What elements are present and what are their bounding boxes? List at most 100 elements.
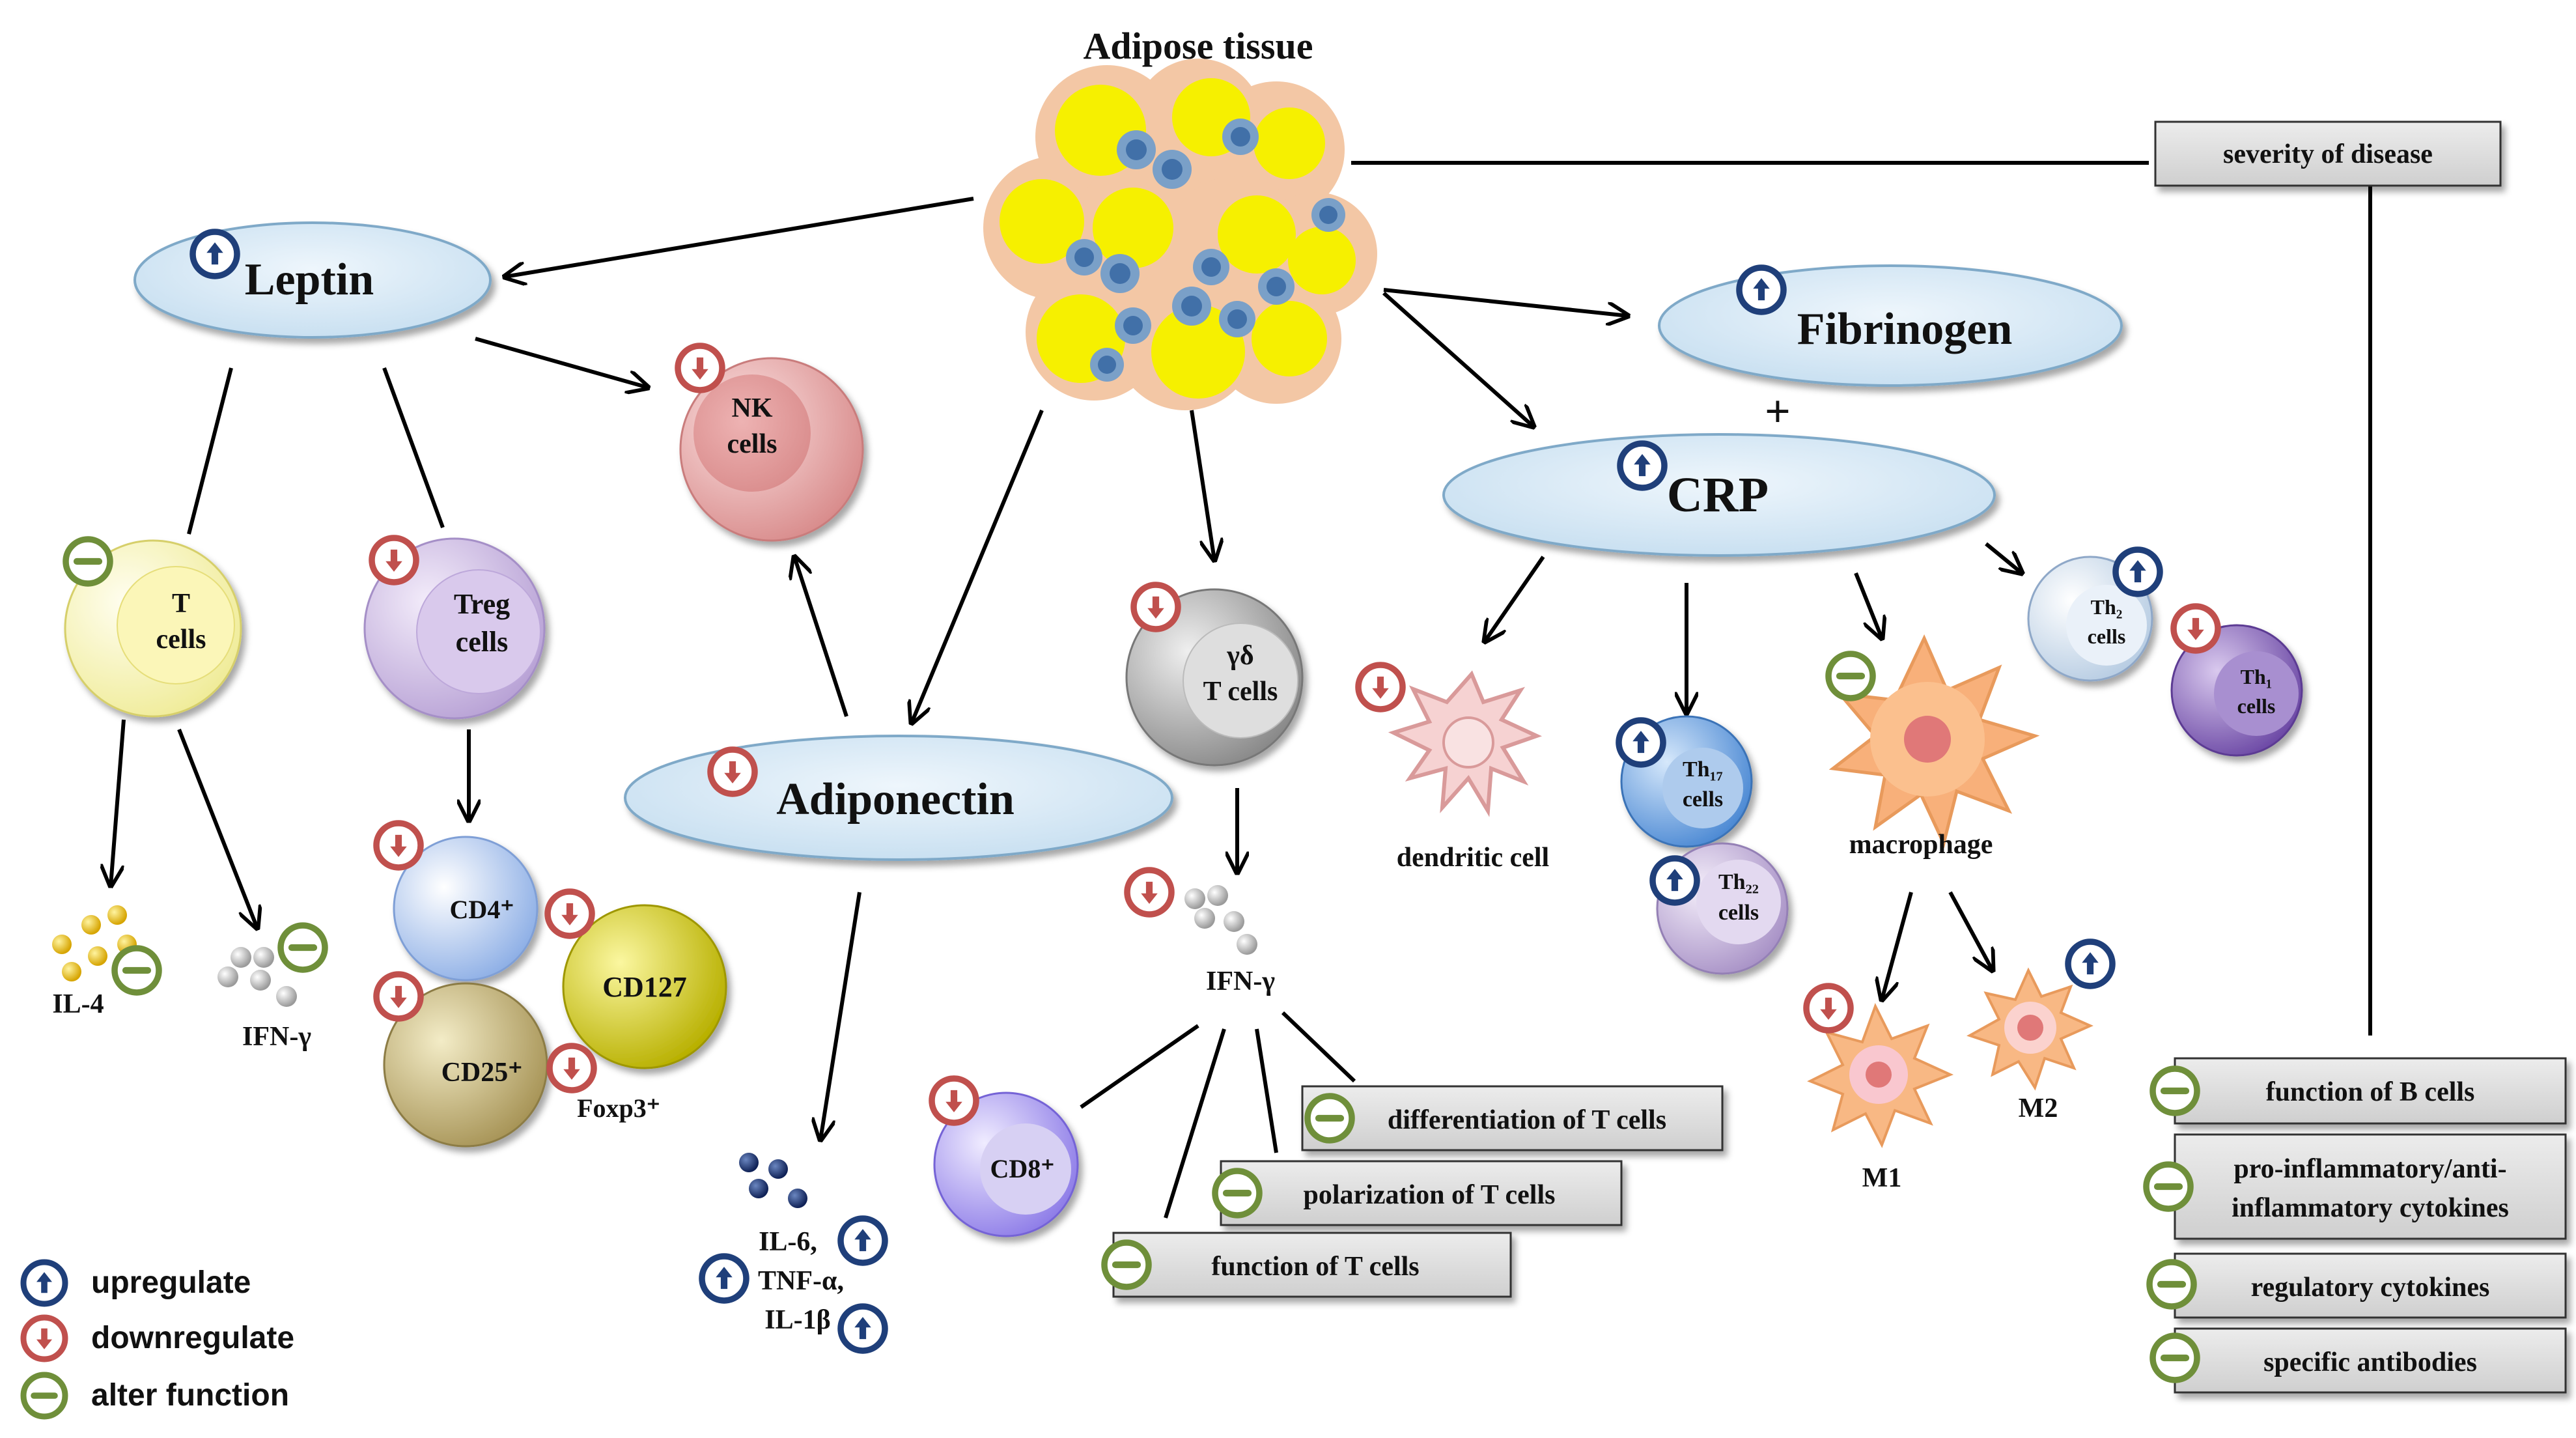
m2-cell: M2 bbox=[1967, 967, 2093, 1123]
ifng-left-cytokine: IFN-γ bbox=[217, 947, 311, 1052]
line-ifng-polarization bbox=[1255, 1028, 1278, 1153]
cd25-down-icon bbox=[373, 971, 424, 1022]
regulatory-alter-icon bbox=[2146, 1259, 2197, 1310]
il6-label: IL-6, bbox=[759, 1227, 817, 1257]
arrow-adipose-fibrinogen bbox=[1383, 288, 1628, 316]
legend-down-icon bbox=[20, 1314, 68, 1362]
t-label-2: cells bbox=[156, 625, 206, 655]
function-b-alter-icon bbox=[2149, 1065, 2200, 1116]
th17-label-1: Th₁₇ bbox=[1683, 757, 1723, 782]
adiponectin-node: Adiponectin bbox=[624, 735, 1173, 861]
function-t-alter-icon bbox=[1101, 1239, 1152, 1290]
th1-down-icon bbox=[2170, 603, 2221, 654]
gd-label-1: γδ bbox=[1226, 641, 1253, 671]
cd25-cell: CD25⁺ bbox=[383, 982, 548, 1148]
effect-polarization: polarization of T cells bbox=[1304, 1180, 1556, 1210]
legend-up-icon bbox=[20, 1259, 68, 1307]
dendritic-cell: dendritic cell bbox=[1388, 670, 1549, 873]
il4-label: IL-4 bbox=[52, 989, 104, 1019]
arrow-crp-macrophage bbox=[1854, 572, 1882, 638]
th2-label-2: cells bbox=[2088, 625, 2126, 648]
effect-antibodies: specific antibodies bbox=[2263, 1347, 2477, 1377]
cd25-label: CD25⁺ bbox=[441, 1058, 523, 1088]
polarization-alter-icon bbox=[1212, 1168, 1263, 1219]
effect-cytokines-line1: pro-inflammatory/anti- bbox=[2233, 1154, 2506, 1184]
cytokines-alter-icon bbox=[2143, 1161, 2194, 1212]
th22-label-1: Th₂₂ bbox=[1718, 870, 1759, 894]
th22-label-2: cells bbox=[1718, 901, 1759, 925]
t-effects: differentiation of T cells polarization … bbox=[1112, 1085, 1724, 1298]
th1-label-2: cells bbox=[2237, 694, 2276, 718]
fibrinogen-label: Fibrinogen bbox=[1797, 304, 2013, 354]
arrow-adipose-leptin bbox=[505, 197, 974, 277]
arrow-leptin-nk bbox=[475, 337, 648, 388]
arrow-crp-th2 bbox=[1985, 542, 2022, 573]
differentiation-alter-icon bbox=[1304, 1093, 1355, 1144]
treg-down-icon bbox=[369, 535, 419, 585]
crp-up-icon bbox=[1617, 440, 1668, 491]
arrow-adiponectin-il6 bbox=[820, 892, 861, 1140]
cd8-label: CD8⁺ bbox=[990, 1154, 1055, 1183]
leptin-up-icon bbox=[189, 229, 240, 279]
il1b-label: IL-1β bbox=[764, 1305, 830, 1335]
crp-label: CRP bbox=[1667, 468, 1769, 522]
treg-label-2: cells bbox=[456, 626, 509, 658]
nk-label-2: cells bbox=[727, 429, 777, 459]
th2-up-icon bbox=[2112, 546, 2163, 597]
gd-label-2: T cells bbox=[1203, 677, 1278, 707]
adiponectin-down-icon bbox=[707, 746, 758, 797]
foxp3-label: Foxp3⁺ bbox=[577, 1093, 660, 1123]
cd4-label: CD4⁺ bbox=[450, 895, 514, 924]
il4-cytokine: IL-4 bbox=[52, 905, 137, 1019]
arrow-tcells-ifng bbox=[177, 728, 257, 928]
macrophage-cell: macrophage bbox=[1828, 634, 2040, 860]
t-label-1: T bbox=[172, 589, 190, 619]
th1-cell: Th₁ cells bbox=[2170, 624, 2303, 757]
il6-tnf-il1b-cytokines: IL-6, TNF-α, IL-1β bbox=[739, 1153, 844, 1335]
gd-t-cell: γδ T cells bbox=[1125, 588, 1304, 767]
effect-regulatory: regulatory cytokines bbox=[2251, 1273, 2490, 1303]
ifng-left-alter-icon bbox=[277, 922, 328, 973]
fibrinogen-node: Fibrinogen bbox=[1658, 264, 2123, 387]
arrow-adipose-gdt bbox=[1190, 410, 1214, 560]
il1b-up-icon bbox=[837, 1303, 888, 1354]
adipose-tissue: Adipose tissue bbox=[983, 25, 1377, 410]
gdt-down-icon bbox=[1130, 582, 1181, 632]
severity-box: severity of disease bbox=[2154, 120, 2502, 187]
ifng-left-label: IFN-γ bbox=[242, 1022, 311, 1052]
tnfa-label: TNF-α, bbox=[758, 1266, 844, 1296]
effect-function-b: function of B cells bbox=[2266, 1077, 2475, 1107]
legend-alter-icon bbox=[20, 1372, 68, 1420]
ifng-mid-label: IFN-γ bbox=[1206, 966, 1275, 996]
th2-label-1: Th₂ bbox=[2091, 595, 2123, 619]
arrow-adipose-adiponectin bbox=[912, 409, 1044, 723]
leptin-node: Leptin bbox=[133, 221, 492, 339]
nk-label-1: NK bbox=[732, 393, 773, 423]
plus-sign: + bbox=[1765, 387, 1791, 437]
arrow-tcells-il4 bbox=[111, 719, 126, 886]
cd4-down-icon bbox=[373, 820, 424, 871]
adiponectin-label: Adiponectin bbox=[776, 774, 1015, 825]
dendritic-label: dendritic cell bbox=[1397, 843, 1549, 873]
effect-differentiation: differentiation of T cells bbox=[1388, 1105, 1666, 1135]
th17-label-2: cells bbox=[1683, 787, 1723, 811]
nk-down-icon bbox=[675, 343, 725, 393]
adipocyte-cluster bbox=[983, 59, 1377, 410]
line-ifng-function bbox=[1164, 1028, 1226, 1219]
cd4-cell: CD4⁺ bbox=[393, 836, 539, 981]
legend-alter-label: alter function bbox=[91, 1378, 289, 1413]
macrophage-label: macrophage bbox=[1849, 830, 1993, 860]
line-leptin-tcells bbox=[187, 367, 233, 535]
m1-down-icon bbox=[1803, 983, 1854, 1034]
cd127-down-icon bbox=[544, 888, 595, 939]
macrophage-alter-icon bbox=[1825, 651, 1876, 701]
effect-function-t: function of T cells bbox=[1211, 1252, 1419, 1282]
effect-cytokines-line2: inflammatory cytokines bbox=[2232, 1193, 2509, 1223]
treg-cell: Treg cells bbox=[363, 537, 546, 720]
t-cell: T cells bbox=[64, 539, 242, 718]
ifng-mid-down-icon bbox=[1124, 867, 1175, 918]
fibrinogen-up-icon bbox=[1736, 264, 1787, 315]
treg-label-1: Treg bbox=[454, 588, 510, 620]
line-ifng-cd8 bbox=[1080, 1024, 1199, 1109]
